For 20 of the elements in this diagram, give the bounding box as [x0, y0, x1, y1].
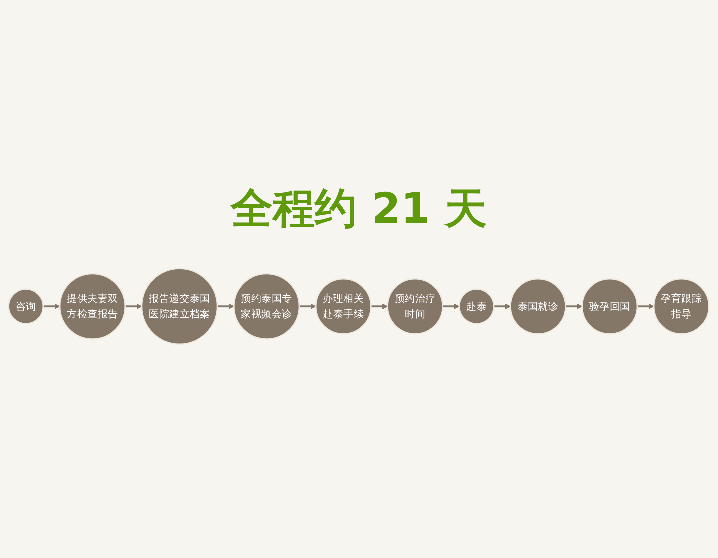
arrow — [218, 304, 234, 310]
node-circle: 赴泰 — [458, 289, 495, 325]
node-circle: 提供夫妻双方检查报告 — [59, 274, 126, 340]
arrow — [566, 304, 583, 310]
node-circle: 报告递交泰国医院建立档案 — [141, 268, 218, 346]
arrow — [442, 304, 460, 310]
node-circle: 孕育跟踪指导 — [653, 278, 710, 336]
arrow — [494, 304, 511, 310]
title: 全程约 21 天 — [231, 183, 487, 236]
arrow — [371, 304, 388, 310]
arrow — [299, 304, 316, 310]
arrow — [43, 304, 60, 310]
node-circle: 预约治疗时间 — [387, 278, 444, 336]
node-circle: 咨询 — [8, 289, 44, 325]
arrow — [637, 304, 654, 310]
node-circle: 泰国就诊 — [510, 278, 566, 336]
node-circle: 预约泰国专家视频会诊 — [234, 274, 300, 340]
arrow — [125, 304, 142, 310]
node-circle: 验孕回国 — [582, 278, 638, 336]
node-circle: 办理相关赴泰手续 — [315, 278, 372, 336]
